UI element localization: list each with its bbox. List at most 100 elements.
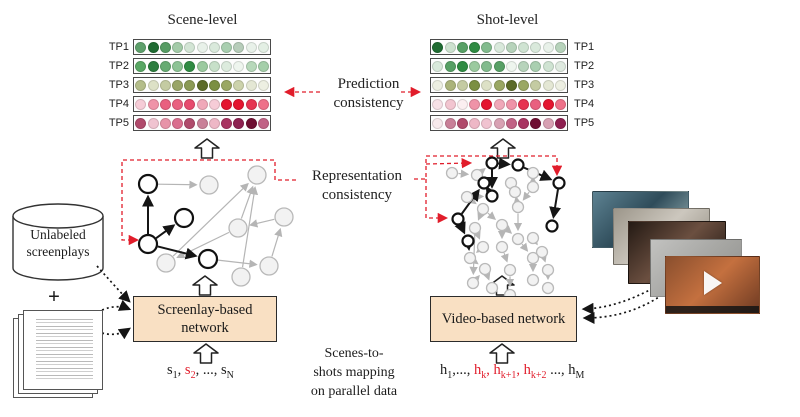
prediction-dot	[505, 117, 517, 129]
prediction-dot	[432, 117, 444, 129]
sequence-token: h1	[440, 362, 453, 381]
tp-row: TP4	[103, 96, 271, 112]
prediction-strip	[430, 58, 568, 74]
prediction-dot	[444, 117, 456, 129]
prediction-dot	[196, 60, 208, 72]
play-icon[interactable]	[703, 270, 722, 295]
graph-node	[156, 253, 176, 273]
scene-level-title: Scene-level	[167, 12, 238, 28]
prediction-strip	[133, 58, 271, 74]
graph-node	[247, 165, 267, 185]
prediction-dot	[518, 60, 529, 72]
graph-node	[445, 166, 459, 180]
prediction-dot	[432, 60, 444, 72]
graph-node-bold	[197, 248, 219, 270]
prediction-dot	[208, 117, 220, 129]
sequence-token: s1	[167, 362, 178, 381]
prediction-dot	[505, 41, 517, 53]
prediction-dot	[135, 41, 147, 53]
graph-node-bold	[137, 173, 159, 195]
prediction-dot	[245, 60, 257, 72]
prediction-dot	[159, 79, 171, 91]
prediction-dot	[233, 60, 245, 72]
tp-row: TP1	[103, 39, 271, 55]
sequence-token: hM	[568, 362, 585, 381]
graph-node	[231, 267, 251, 287]
prediction-dot	[172, 60, 183, 72]
prediction-consistency-label: Prediction consistency	[333, 76, 404, 111]
sequence-token: hk	[474, 362, 487, 381]
prediction-dot	[135, 117, 147, 129]
tp-row-label: TP4	[574, 98, 595, 110]
prediction-dot	[221, 41, 232, 53]
prediction-dot	[493, 98, 505, 110]
prediction-dot	[221, 79, 232, 91]
graph-node	[541, 281, 555, 295]
graph-node	[503, 263, 517, 277]
prediction-dot	[221, 60, 232, 72]
prediction-dot	[469, 79, 480, 91]
tp-row: TP5	[430, 115, 595, 131]
video-network-box: Video-based network	[430, 296, 577, 342]
sequence-token: hk+1	[493, 362, 517, 381]
prediction-dot	[245, 41, 257, 53]
screenplay-network-box: Screenlay-based network	[133, 296, 277, 342]
prediction-dot	[184, 41, 196, 53]
prediction-dot	[147, 98, 159, 110]
prediction-dot	[257, 98, 269, 110]
tp-row-label: TP2	[574, 60, 595, 72]
prediction-dot	[493, 117, 505, 129]
prediction-dot	[233, 98, 245, 110]
sequence-token: sN	[220, 362, 234, 381]
prediction-dot	[444, 79, 456, 91]
graph-node	[526, 166, 540, 180]
prediction-dot	[456, 41, 468, 53]
prediction-dot	[456, 98, 468, 110]
graph-node-bold	[511, 158, 525, 172]
prediction-dot	[481, 79, 493, 91]
prediction-dot	[208, 60, 220, 72]
prediction-dot	[542, 41, 554, 53]
prediction-dot	[221, 117, 232, 129]
prediction-dot	[444, 41, 456, 53]
prediction-dot	[135, 98, 147, 110]
prediction-dot	[159, 117, 171, 129]
prediction-dot	[257, 41, 269, 53]
prediction-dot	[469, 98, 480, 110]
sequence-token: ...,	[546, 362, 569, 378]
prediction-dot	[530, 41, 542, 53]
prediction-dot	[505, 60, 517, 72]
prediction-dot	[493, 79, 505, 91]
prediction-dot	[444, 98, 456, 110]
prediction-dot	[245, 98, 257, 110]
graph-node	[460, 190, 474, 204]
graph-node-bold	[451, 212, 465, 226]
screenplay-text-lines	[36, 319, 93, 381]
graph-node	[511, 232, 525, 246]
tp-row: TP2	[430, 58, 595, 74]
prediction-dot	[208, 41, 220, 53]
tp-row: TP5	[103, 115, 271, 131]
tp-row-label: TP4	[108, 98, 129, 110]
shot-level-title: Shot-level	[476, 12, 539, 28]
up-arrow-icon	[193, 343, 219, 364]
tp-row-label: TP1	[574, 41, 595, 53]
sequence-token: ,...,	[452, 362, 474, 378]
graph-node-bold	[461, 234, 475, 248]
prediction-dot	[456, 79, 468, 91]
prediction-dot	[159, 60, 171, 72]
graph-node	[199, 175, 219, 195]
graph-node	[466, 276, 480, 290]
prediction-strip	[430, 39, 568, 55]
prediction-dot	[208, 98, 220, 110]
tp-row-label: TP1	[108, 41, 129, 53]
prediction-dot	[147, 117, 159, 129]
prediction-strip	[133, 96, 271, 112]
tp-row-label: TP5	[574, 117, 595, 129]
graph-node-bold	[173, 207, 195, 229]
prediction-dot	[469, 41, 480, 53]
scene-graph	[137, 165, 294, 287]
prediction-strip	[133, 115, 271, 131]
